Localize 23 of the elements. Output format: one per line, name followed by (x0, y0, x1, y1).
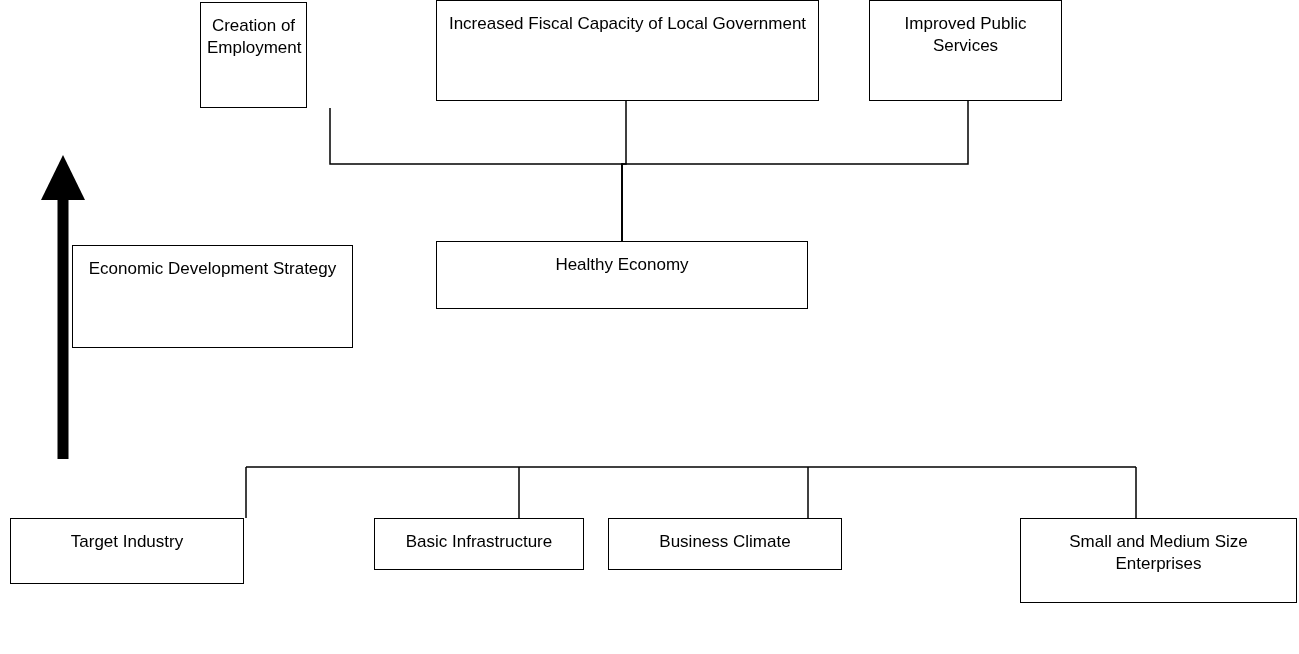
text-box (10, 518, 244, 584)
text-box (436, 0, 819, 101)
box-label: Economic Development Strategy (88, 259, 337, 278)
box-label: Target Industry (70, 532, 184, 551)
box-label: Healthy Economy (555, 255, 689, 274)
box-label: Business Climate (659, 532, 791, 551)
text-box (374, 518, 584, 570)
text-box (72, 245, 353, 348)
connector-line (807, 466, 809, 519)
box-label: Increased Fiscal Capacity of Local Government (448, 14, 807, 33)
box-label: Creation of Employment (207, 16, 302, 57)
text-box (200, 2, 307, 108)
connector-line (518, 466, 520, 519)
text-box (1020, 518, 1297, 603)
connector-line (1135, 466, 1137, 519)
text-box (869, 0, 1062, 101)
box-label: Improved Public Services (904, 14, 1027, 55)
text-box (436, 241, 808, 309)
connector-line (621, 100, 969, 242)
connector-line (245, 466, 247, 519)
text-box (608, 518, 842, 570)
box-label: Basic Infrastructure (405, 532, 553, 551)
box-label: Small and Medium Size Enterprises (1069, 532, 1248, 573)
